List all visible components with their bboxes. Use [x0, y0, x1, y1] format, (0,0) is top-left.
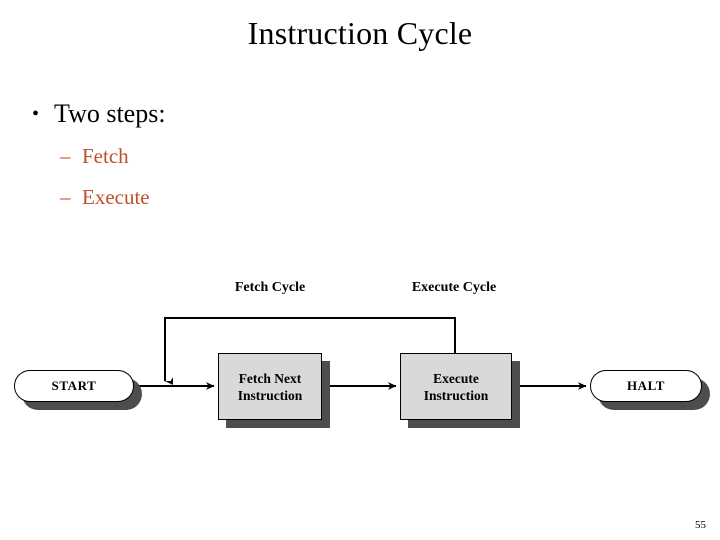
bullet-two-steps: • Two steps: [32, 98, 166, 130]
page-title: Instruction Cycle [247, 15, 473, 51]
diagram-label-execute-cycle: Execute Cycle [411, 280, 497, 295]
halt-node-label: HALT [626, 378, 666, 393]
dash-marker-icon: – [60, 185, 71, 209]
bullet-marker-icon: • [32, 103, 40, 125]
sub-bullet-execute: –Execute [60, 184, 150, 210]
sub-bullet-fetch: –Fetch [60, 143, 129, 169]
diagram-node-halt[interactable]: HALT [590, 370, 702, 402]
fetch-node-label: Fetch Next Instruction [237, 370, 303, 403]
diagram-node-execute-instruction[interactable]: Execute Instruction [400, 353, 512, 420]
page-number: 55 [695, 519, 706, 531]
execute-node-label: Execute Instruction [423, 370, 489, 403]
dash-marker-icon: – [60, 144, 71, 168]
bullet-two-steps-label: Two steps: [54, 99, 166, 128]
start-node-label: START [51, 378, 97, 393]
diagram-node-fetch-next-instruction[interactable]: Fetch Next Instruction [218, 353, 322, 420]
sub-bullet-execute-label: Execute [82, 185, 150, 209]
sub-bullet-fetch-label: Fetch [82, 144, 129, 168]
diagram-node-start[interactable]: START [14, 370, 134, 402]
diagram-label-fetch-cycle: Fetch Cycle [234, 280, 306, 295]
